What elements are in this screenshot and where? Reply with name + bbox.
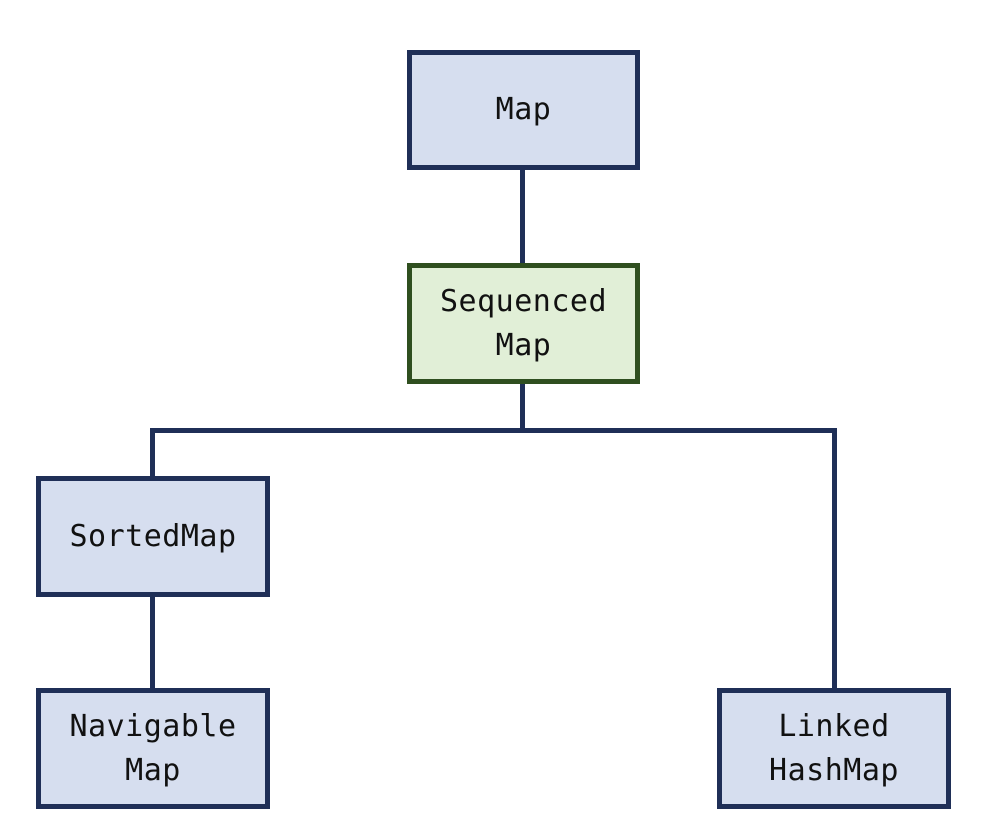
connector-branch-to-sorted-map (150, 428, 155, 478)
node-map: Map (407, 50, 640, 170)
node-navigable-map: Navigable Map (36, 688, 270, 809)
node-linked-hash-map-label-line-2: HashMap (769, 752, 899, 788)
connector-branch-to-linked-hash-map (832, 428, 837, 690)
node-linked-hash-map: Linked HashMap (717, 688, 951, 809)
node-map-label: Map (495, 92, 552, 127)
node-sequenced-map-label-line-1: Sequenced (439, 283, 608, 319)
node-navigable-map-label-line-2: Map (125, 752, 181, 788)
node-sorted-map: SortedMap (36, 476, 270, 597)
node-navigable-map-label-line-1: Navigable (69, 708, 237, 744)
connector-sequenced-map-down (520, 382, 525, 432)
node-linked-hash-map-label-line-1: Linked (778, 708, 890, 744)
node-sorted-map-label: SortedMap (69, 518, 237, 554)
node-sequenced-map: Sequenced Map (407, 263, 640, 384)
connector-map-to-sequenced-map (520, 168, 525, 264)
connector-sorted-map-to-navigable-map (150, 595, 155, 690)
node-sequenced-map-label-line-2: Map (495, 327, 552, 363)
connector-horizontal-branch (150, 428, 837, 433)
